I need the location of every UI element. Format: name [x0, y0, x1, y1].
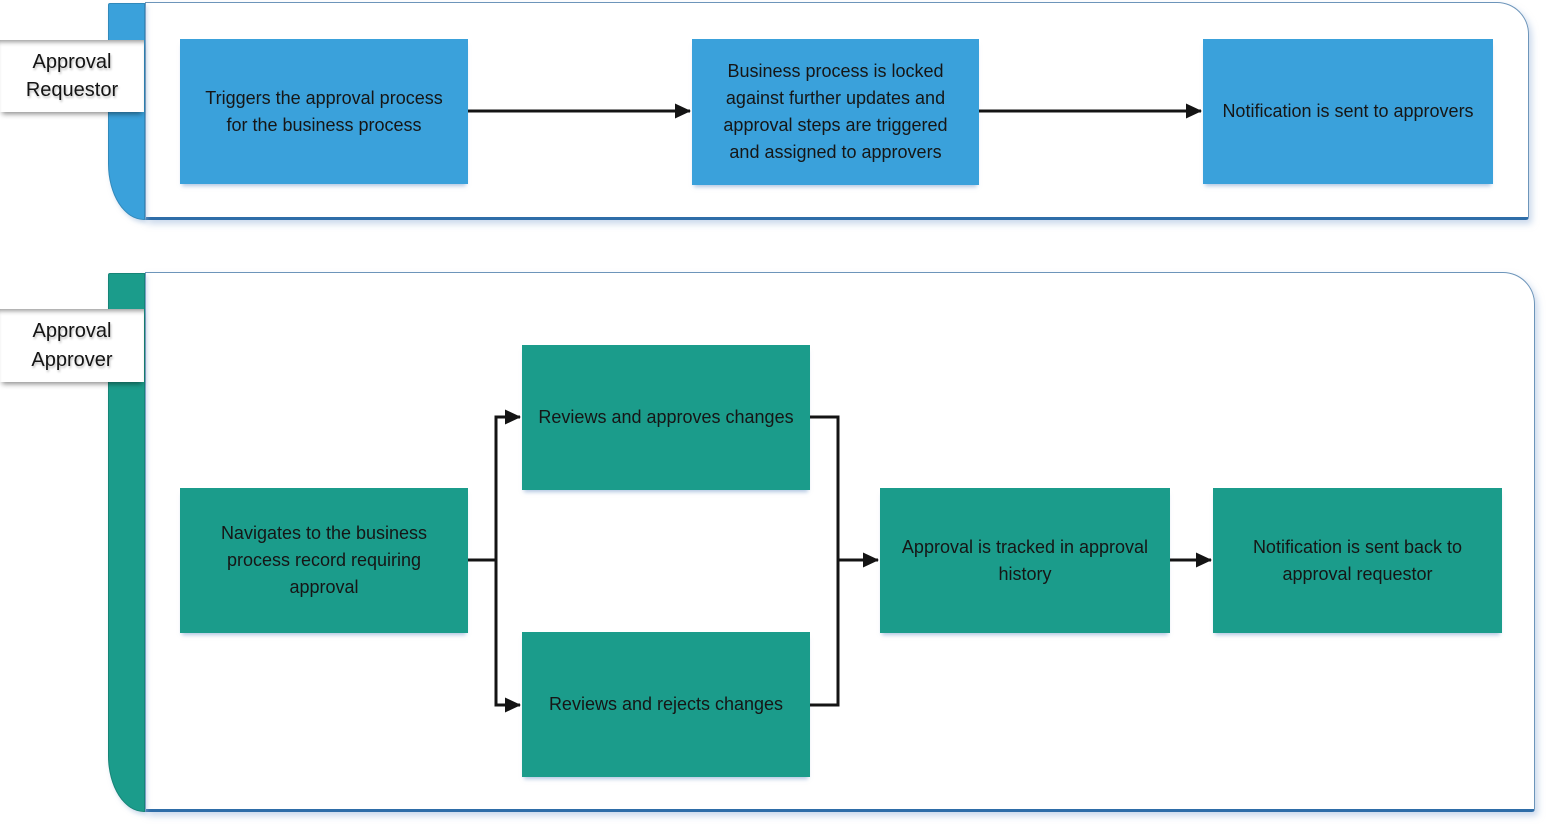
- lane-label-approver: Approval Approver: [0, 309, 144, 382]
- step-process-locked: Business process is locked against furth…: [692, 39, 979, 185]
- lane-container-requestor: [145, 2, 1529, 220]
- step-navigate-record: Navigates to the business process record…: [180, 488, 468, 633]
- step-trigger-approval: Triggers the approval process for the bu…: [180, 39, 468, 184]
- lane-label-requestor: Approval Requestor: [0, 40, 144, 112]
- step-notify-requestor: Notification is sent back to approval re…: [1213, 488, 1502, 633]
- step-approval-tracked: Approval is tracked in approval history: [880, 488, 1170, 633]
- step-review-reject: Reviews and rejects changes: [522, 632, 810, 777]
- lane-label-requestor-text: Approval Requestor: [25, 50, 119, 101]
- lane-label-approver-text: Approval Approver: [31, 320, 113, 371]
- step-review-approve: Reviews and approves changes: [522, 345, 810, 490]
- lane-container-approver: [145, 272, 1535, 812]
- step-notify-approvers: Notification is sent to approvers: [1203, 39, 1493, 184]
